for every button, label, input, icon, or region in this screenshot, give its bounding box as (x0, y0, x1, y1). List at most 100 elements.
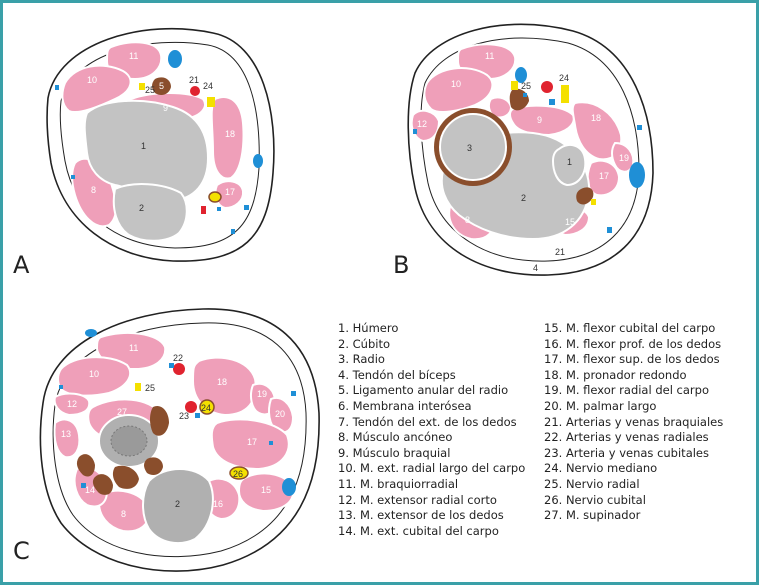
artery-b (541, 81, 553, 93)
label-a-24: 24 (203, 81, 213, 91)
artery-21-a (190, 86, 200, 96)
vein-b-small-1 (549, 99, 555, 105)
label-a-8: 8 (91, 185, 96, 195)
vein-a-small-5 (71, 175, 75, 179)
label-c-20: 20 (275, 409, 285, 419)
legend-right: 15. M. flexor cubital del carpo 16. M. f… (544, 321, 723, 524)
legend-item: 27. M. supinador (544, 508, 641, 523)
vein-a-top-right (168, 50, 182, 68)
nerve-26-a (208, 191, 222, 203)
label-c-13: 13 (61, 429, 71, 439)
legend-item: 18. M. pronador redondo (544, 367, 687, 382)
vein-c-top-left (85, 329, 97, 337)
label-b-17: 17 (599, 171, 609, 181)
muscle-18-b (571, 101, 623, 161)
muscle-10-a (61, 64, 132, 113)
label-a-11: 11 (129, 51, 138, 61)
label-a-9: 9 (163, 103, 168, 113)
label-b-8: 8 (465, 215, 470, 225)
legend-item: 24. Nervio mediano (544, 461, 658, 476)
muscle-18-a (210, 96, 245, 180)
cross-section-diagram: 11 10 9 18 17 8 1 2 5 21 24 25 A (13, 23, 654, 572)
legend-left: 1. Húmero 2. Cúbito 3. Radio 4. Tendón d… (338, 321, 525, 539)
label-a-25: 25 (145, 85, 155, 95)
muscle-19-b (611, 141, 635, 173)
legend-item: 14. M. ext. cubital del carpo (338, 523, 499, 538)
vein-b-small-2 (523, 93, 527, 97)
label-c-12: 12 (67, 399, 77, 409)
label-b-10: 10 (451, 79, 461, 89)
label-a-1: 1 (141, 141, 146, 151)
label-b-24: 24 (559, 73, 569, 83)
tendon-c-1 (76, 454, 95, 477)
bone-1-b (551, 143, 587, 187)
legend-item: 19. M. flexor radial del carpo (544, 383, 709, 398)
nerve-b-small (591, 199, 596, 205)
legend-item: 3. Radio (338, 352, 385, 367)
nerve-25-a (139, 83, 145, 90)
vein-a-small-3 (231, 229, 235, 234)
nerve-24-a (207, 97, 215, 107)
muscle-20-c (268, 397, 295, 434)
vein-a-small-2 (244, 205, 249, 210)
nerve-24-c (199, 399, 215, 415)
label-a-18: 18 (225, 129, 235, 139)
tendon-c-4 (150, 405, 169, 436)
label-b-2: 2 (521, 193, 526, 203)
label-c-15: 15 (261, 485, 271, 495)
vein-a-small-1 (217, 207, 221, 211)
label-c-22: 22 (173, 353, 183, 363)
muscle-9-b (509, 104, 575, 137)
label-b-19: 19 (619, 153, 629, 163)
muscle-12-c (53, 392, 91, 417)
label-b-11: 11 (485, 51, 494, 61)
legend-item: 8. Músculo ancóneo (338, 430, 453, 445)
label-b-18: 18 (591, 113, 601, 123)
legend-item: 4. Tendón del bíceps (338, 367, 456, 382)
muscle-15-c (237, 472, 295, 513)
artery-22-c (173, 363, 185, 375)
label-b-3: 3 (467, 143, 472, 153)
legend-item: 23. Arteria y venas cubitales (544, 445, 709, 460)
vein-a-small-4 (55, 85, 59, 90)
panel-c: 11 10 12 13 27 14 8 2 16 15 17 18 19 20 … (13, 308, 320, 572)
legend-item: 12. M. extensor radial corto (338, 492, 497, 507)
label-a-17: 17 (225, 187, 235, 197)
muscle-10-b (423, 67, 494, 113)
legend-item: 7. Tendón del ext. de los dedos (338, 414, 517, 429)
bone-3-radius-b (439, 113, 507, 181)
label-c-8: 8 (121, 509, 126, 519)
muscle-small-b (487, 96, 513, 119)
legend-item: 6. Membrana interósea (338, 398, 472, 413)
nerve-25-b (511, 81, 518, 90)
vein-c-right (282, 478, 296, 496)
panel-a: 11 10 9 18 17 8 1 2 5 21 24 25 A (13, 27, 275, 279)
tendon-c-3 (112, 465, 139, 489)
legend-item: 20. M. palmar largo (544, 398, 657, 413)
label-c-19: 19 (257, 389, 267, 399)
legend-item: 16. M. flexor prof. de los dedos (544, 336, 722, 351)
vein-c-small-2 (269, 441, 273, 445)
legend-item: 9. Músculo braquial (338, 445, 451, 460)
vein-b-right (629, 162, 645, 188)
vein-22-c (169, 363, 174, 368)
label-c-26: 26 (233, 469, 243, 479)
panel-letter-c: C (13, 537, 30, 565)
panel-letter-b: B (393, 251, 409, 279)
legend-item: 17. M. flexor sup. de los dedos (544, 352, 720, 367)
label-b-15: 15 (565, 217, 575, 227)
legend-item: 11. M. braquiorradial (338, 476, 459, 491)
label-c-16: 16 (213, 499, 223, 509)
label-b-12: 12 (417, 119, 427, 129)
vein-c-small-4 (59, 385, 63, 389)
panel-b: 11 10 12 9 18 19 17 15 8 3 2 1 24 25 21 … (393, 23, 654, 279)
label-c-18: 18 (217, 377, 227, 387)
label-c-2: 2 (175, 499, 180, 509)
label-c-14: 14 (85, 485, 95, 495)
label-a-2: 2 (139, 203, 144, 213)
vein-c-small-1 (291, 391, 296, 396)
nerve-25-c (135, 383, 141, 391)
label-c-10: 10 (89, 369, 99, 379)
tendon-5-a (152, 77, 171, 95)
